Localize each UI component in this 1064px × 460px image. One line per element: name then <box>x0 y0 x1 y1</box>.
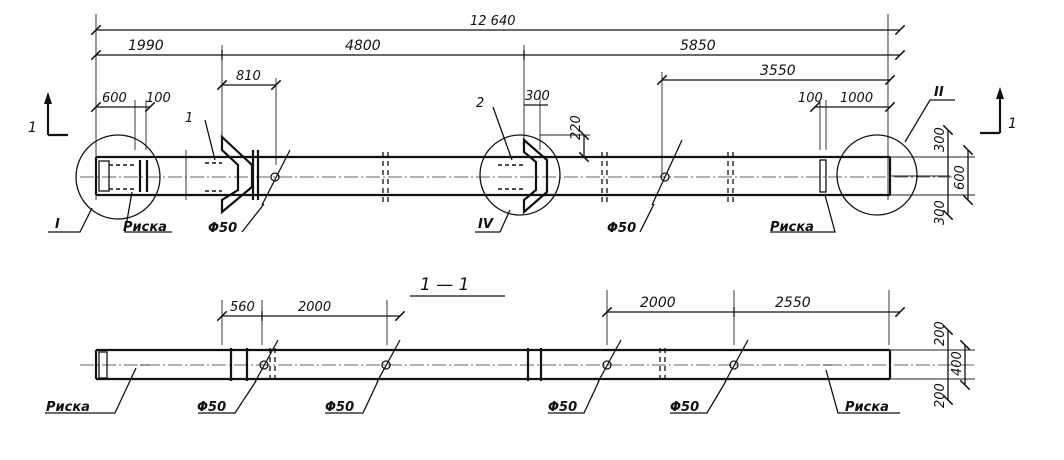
section-hole-4 <box>729 360 739 370</box>
dim-2000-right-label: 2000 <box>640 295 676 311</box>
anchor-plate-2: 2 <box>476 96 549 215</box>
dim-600-label: 600 <box>102 91 127 106</box>
anchor-plate-1: 1 <box>185 111 254 215</box>
hole-1 <box>270 172 280 182</box>
section-mark-left-label: 1 <box>28 120 37 136</box>
callout-1-label: 1 <box>185 111 193 126</box>
section-hole-4-label: Φ50 <box>670 400 699 415</box>
dim-3550-label: 3550 <box>760 63 796 79</box>
section-mark-right-label: 1 <box>1008 116 1017 132</box>
section-riska-left-label: Риска <box>46 400 90 415</box>
section-view: 1 — 1 560 2000 2000 2550 <box>45 275 975 415</box>
plan-holes: Φ50 Φ50 <box>208 139 683 236</box>
section-dimensions: 560 2000 2000 2550 <box>216 290 906 345</box>
dim-560-label: 560 <box>230 300 255 315</box>
dim-300-top-label: 300 <box>525 89 550 104</box>
dim-side-300-top-label: 300 <box>933 127 948 152</box>
plan-view: 12 640 1990 4800 5850 810 3550 <box>28 14 1017 236</box>
dim-100-right-label: 100 <box>798 91 823 106</box>
beam-plan-body <box>80 150 955 202</box>
node-IV-circle <box>479 134 561 216</box>
dimension-side-right: 300 600 300 <box>890 124 975 225</box>
dimension-total: 12 640 <box>90 14 906 200</box>
section-hole-2 <box>381 360 391 370</box>
dim-side-300-bottom-label: 300 <box>933 200 948 225</box>
section-hole-3-label: Φ50 <box>548 400 577 415</box>
section-riska-right-label: Риска <box>845 400 889 415</box>
section-hole-1-label: Φ50 <box>197 400 226 415</box>
dim-200-top-label: 200 <box>933 321 948 346</box>
dimension-810: 810 <box>216 69 282 165</box>
dim-200-bottom-label: 200 <box>933 383 948 408</box>
dim-2550-label: 2550 <box>775 295 811 311</box>
dim-total-label: 12 640 <box>470 14 516 29</box>
dimension-100-1000-right: 100 1000 <box>798 91 896 150</box>
dimension-600-100-left: 600 100 <box>90 91 171 150</box>
section-holes: Φ50 Φ50 Φ50 Φ50 <box>197 339 749 415</box>
dim-4800-label: 4800 <box>345 38 381 54</box>
section-hole-1 <box>259 360 269 370</box>
dim-side-600-label: 600 <box>953 165 968 190</box>
dim-1990-label: 1990 <box>128 38 164 54</box>
section-riska: Риска Риска <box>45 367 900 415</box>
node-I-circle <box>75 134 161 220</box>
dim-220-label: 220 <box>569 115 584 140</box>
dimension-3550: 3550 <box>656 63 896 175</box>
section-title: 1 — 1 <box>420 275 469 295</box>
callout-2-label: 2 <box>476 96 484 111</box>
section-hole-3 <box>602 360 612 370</box>
node-II-circle <box>836 134 918 216</box>
dim-2000-left-label: 2000 <box>298 300 331 315</box>
dim-810-label: 810 <box>236 69 261 84</box>
dimension-chain-row2: 1990 4800 5850 <box>90 38 906 150</box>
hole-2 <box>660 172 670 182</box>
node-II-label: II <box>934 85 944 100</box>
section-marks: 1 1 <box>28 87 1017 137</box>
dim-5850-label: 5850 <box>680 38 716 54</box>
hole-1-label: Φ50 <box>208 221 237 236</box>
hole-2-label: Φ50 <box>607 221 636 236</box>
plan-riska: Риска Риска <box>123 191 836 235</box>
riska-right-label: Риска <box>770 220 814 235</box>
section-hole-2-label: Φ50 <box>325 400 354 415</box>
riska-left-label: Риска <box>123 220 167 235</box>
dim-400-label: 400 <box>950 351 965 376</box>
node-I-label: I <box>55 217 60 232</box>
detail-circles: I IV II <box>48 85 955 233</box>
dim-100-left-label: 100 <box>146 91 171 106</box>
beam-section-body: 200 400 200 <box>80 321 975 408</box>
dimension-300-220: 300 220 <box>524 89 590 163</box>
dim-1000-label: 1000 <box>840 91 873 106</box>
node-IV-label: IV <box>478 217 494 232</box>
